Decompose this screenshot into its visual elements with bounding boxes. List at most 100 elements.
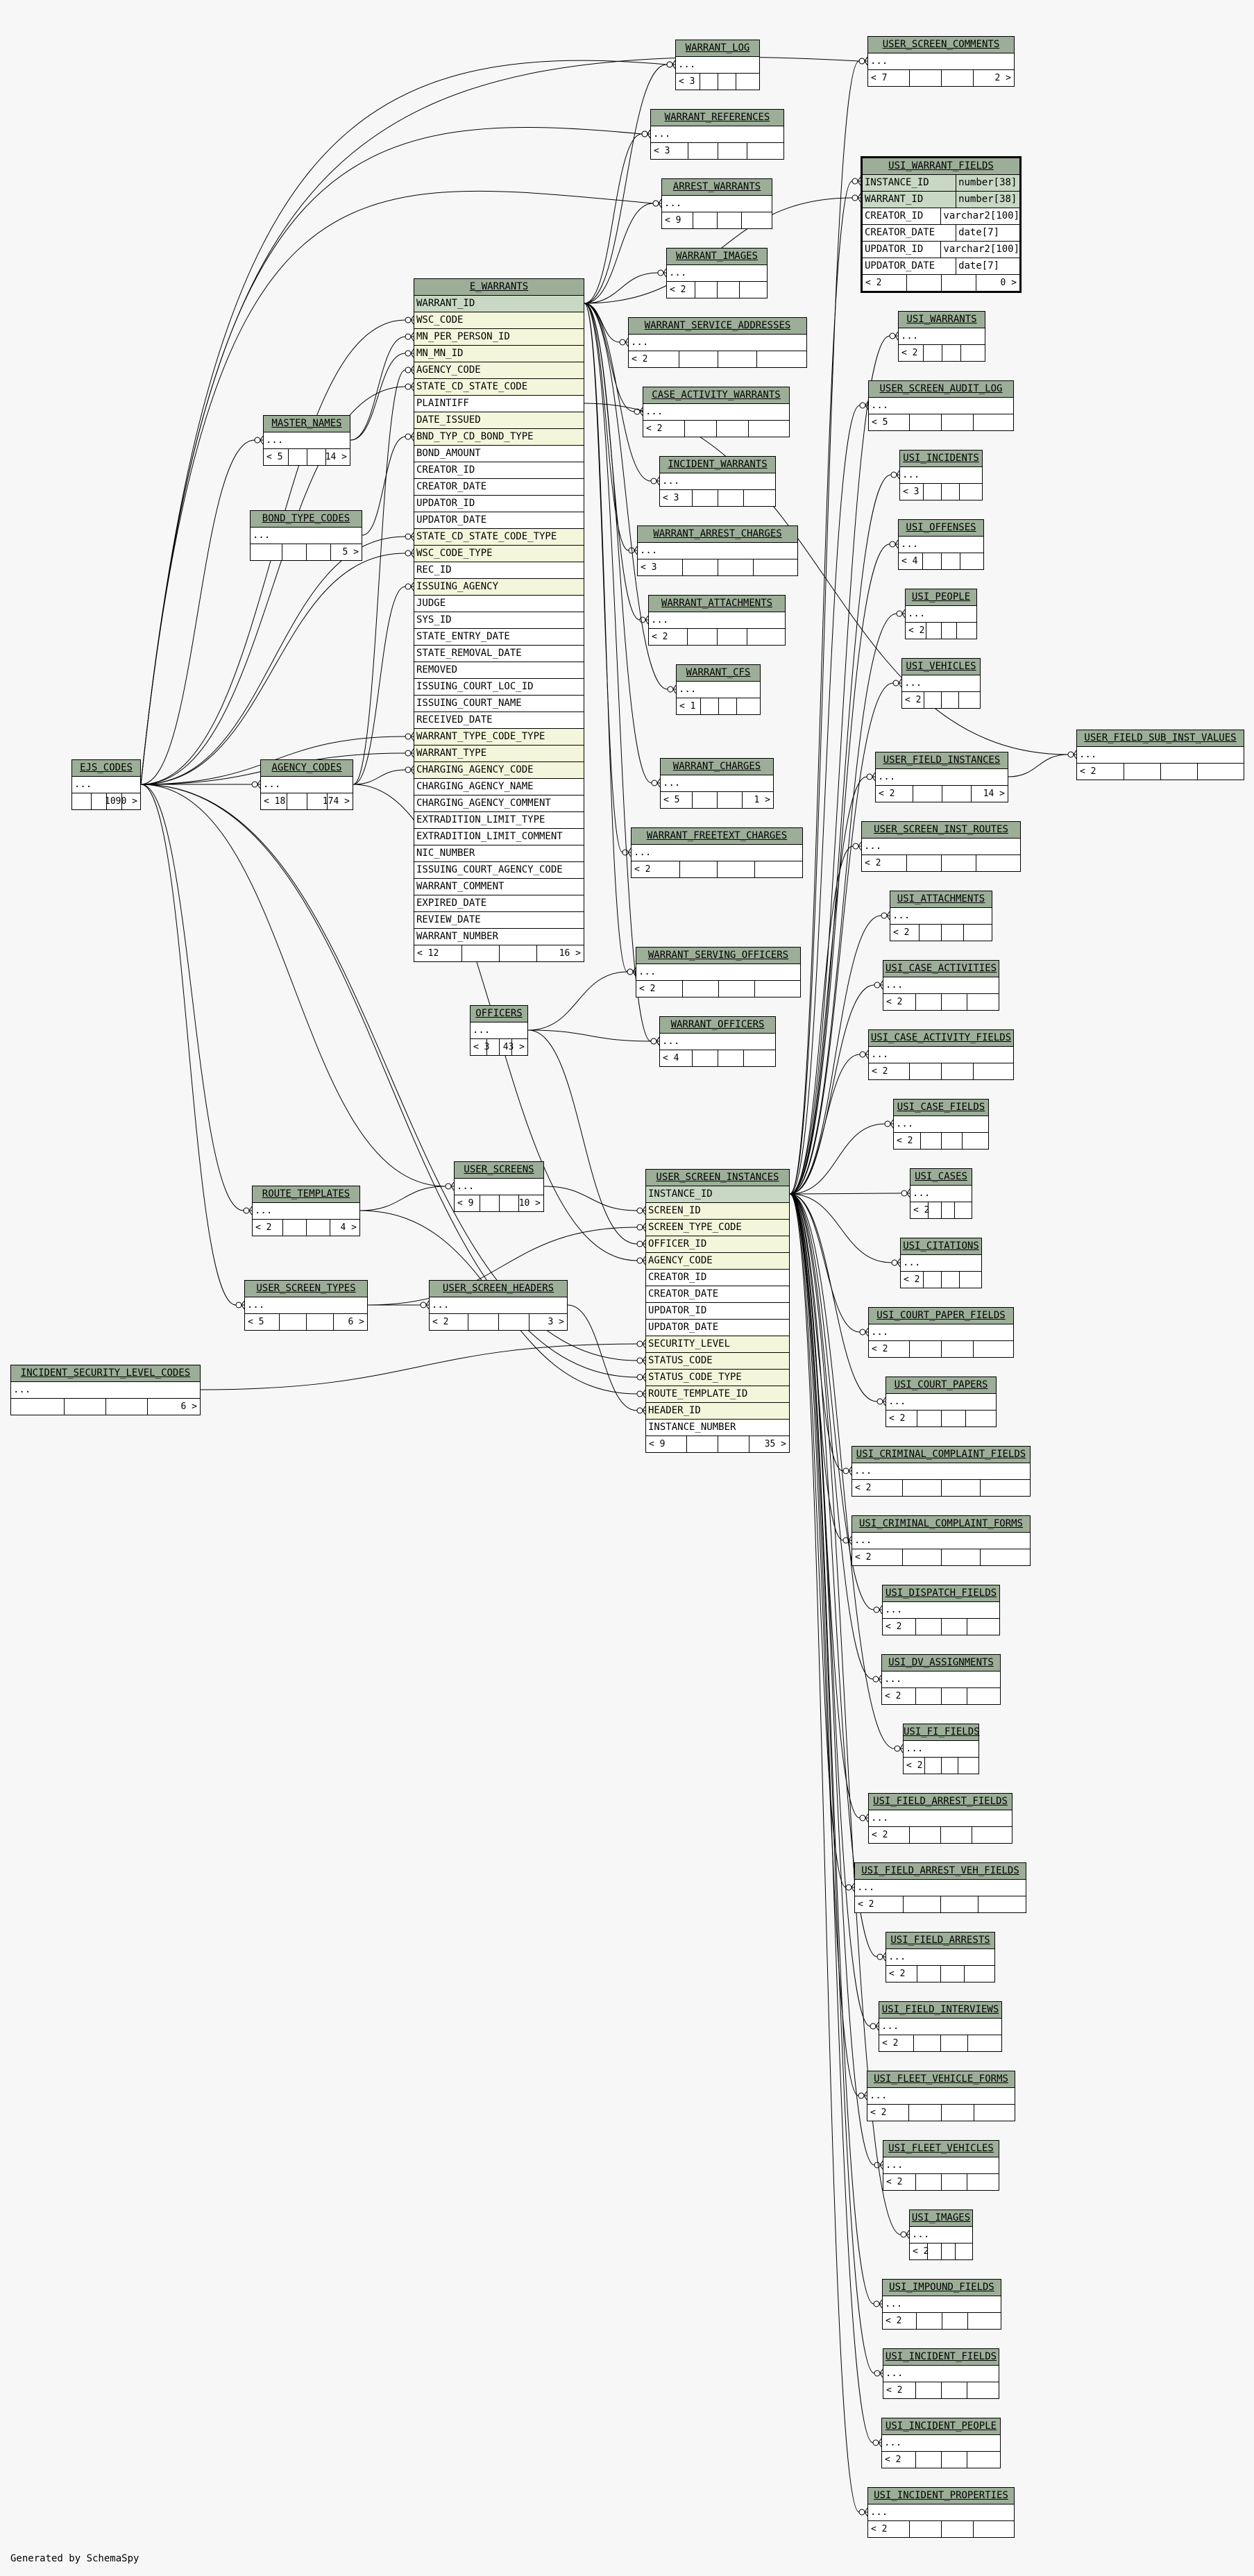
parents-count[interactable]: < 2 [905, 695, 922, 705]
column-issuing-court-name[interactable]: ISSUING_COURT_NAME [414, 696, 584, 712]
column-agency-code[interactable]: AGENCY_CODE [646, 1253, 789, 1270]
table-title[interactable]: WARRANT_SERVING_OFFICERS [636, 948, 800, 964]
table-bond-type-codes[interactable]: BOND_TYPE_CODES...5 > [250, 510, 362, 561]
table-usi-field-arrest-veh-fields[interactable]: USI_FIELD_ARREST_VEH_FIELDS...< 2 [854, 1862, 1026, 1913]
parents-count[interactable]: < 2 [871, 2524, 888, 2534]
children-count[interactable]: 0 > [1000, 278, 1017, 288]
table-usi-citations[interactable]: USI_CITATIONS...< 2 [900, 1238, 982, 1288]
children-count[interactable]: 35 > [764, 1439, 786, 1449]
column-status-code-type[interactable]: STATUS_CODE_TYPE [646, 1370, 789, 1386]
table-usi-attachments[interactable]: USI_ATTACHMENTS...< 2 [890, 891, 992, 941]
column-judge[interactable]: JUDGE [414, 596, 584, 612]
table-user-field-sub-inst-values[interactable]: USER_FIELD_SUB_INST_VALUES...< 2 [1076, 730, 1244, 780]
parents-count[interactable]: < 2 [886, 2316, 902, 2326]
parents-count[interactable]: < 2 [886, 1622, 902, 1632]
table-title[interactable]: USER_SCREEN_AUDIT_LOG [869, 381, 1013, 398]
table-incident-security-level-codes[interactable]: INCIDENT_SECURITY_LEVEL_CODES...6 > [10, 1365, 201, 1415]
table-title[interactable]: USI_INCIDENT_PROPERTIES [868, 2488, 1014, 2505]
table-title[interactable]: USER_SCREEN_COMMENTS [868, 37, 1014, 53]
column-warrant-type[interactable]: WARRANT_TYPE [414, 746, 584, 762]
table-title[interactable]: USER_SCREEN_INSTANCES [646, 1170, 789, 1186]
parents-count[interactable]: < 3 [663, 493, 679, 503]
column-header-id[interactable]: HEADER_ID [646, 1403, 789, 1420]
parents-count[interactable]: < 12 [417, 948, 439, 959]
table-title[interactable]: WARRANT_SERVICE_ADDRESSES [629, 318, 806, 335]
column-rec-id[interactable]: REC_ID [414, 562, 584, 579]
parents-count[interactable]: < 2 [885, 2455, 901, 2465]
column-creator-id[interactable]: CREATOR_ID [646, 1270, 789, 1286]
parents-count[interactable]: < 2 [652, 632, 668, 642]
children-count[interactable]: 4 > [340, 1222, 357, 1233]
children-count[interactable]: 14 > [983, 789, 1005, 799]
table-usi-warrants[interactable]: USI_WARRANTS...< 2 [898, 311, 985, 362]
table-title[interactable]: ARREST_WARRANTS [662, 179, 772, 196]
column-mn-per-person-id[interactable]: MN_PER_PERSON_ID [414, 329, 584, 346]
column-received-date[interactable]: RECEIVED_DATE [414, 712, 584, 729]
table-ejs-codes[interactable]: EJS_CODES...1090 > [71, 759, 141, 810]
table-usi-incident-properties[interactable]: USI_INCIDENT_PROPERTIES...< 2 [867, 2487, 1015, 2538]
parents-count[interactable]: < 9 [665, 215, 681, 226]
parents-count[interactable]: < 2 [889, 1413, 906, 1424]
table-title[interactable]: USI_CASE_FIELDS [894, 1100, 988, 1116]
column-creator-date[interactable]: CREATOR_DATE [414, 479, 584, 496]
table-title[interactable]: USI_FIELD_INTERVIEWS [879, 2002, 1001, 2019]
table-title[interactable]: USI_FIELD_ARRESTS [886, 1933, 994, 1949]
table-title[interactable]: WARRANT_CFS [677, 665, 760, 682]
children-count[interactable]: 1 > [754, 795, 770, 805]
table-usi-fleet-vehicle-forms[interactable]: USI_FLEET_VEHICLE_FORMS...< 2 [867, 2071, 1015, 2121]
parents-count[interactable]: < 4 [663, 1053, 679, 1063]
column-agency-code[interactable]: AGENCY_CODE [414, 362, 584, 379]
table-title[interactable]: USER_SCREEN_TYPES [245, 1281, 367, 1297]
table-user-screen-inst-routes[interactable]: USER_SCREEN_INST_ROUTES...< 2 [861, 821, 1021, 872]
column-warrant-number[interactable]: WARRANT_NUMBER [414, 929, 584, 945]
table-usi-criminal-complaint-forms[interactable]: USI_CRIMINAL_COMPLAINT_FORMS...< 2 [851, 1515, 1031, 1566]
table-title[interactable]: ROUTE_TEMPLATES [253, 1186, 359, 1203]
column-security-level[interactable]: SECURITY_LEVEL [646, 1336, 789, 1353]
table-usi-incidents[interactable]: USI_INCIDENTS...< 3 [899, 450, 983, 500]
column-screen-type-code[interactable]: SCREEN_TYPE_CODE [646, 1220, 789, 1236]
table-user-screen-audit-log[interactable]: USER_SCREEN_AUDIT_LOG...< 5 [868, 380, 1014, 431]
parents-count[interactable]: < 2 [897, 1136, 913, 1146]
column-mn-mn-id[interactable]: MN_MN_ID [414, 346, 584, 362]
table-title[interactable]: USI_CASE_ACTIVITIES [883, 961, 999, 977]
table-title[interactable]: WARRANT_OFFICERS [660, 1017, 775, 1034]
parents-count[interactable]: < 2 [886, 997, 903, 1007]
column-nic-number[interactable]: NIC_NUMBER [414, 845, 584, 862]
parents-count[interactable]: < 2 [632, 354, 648, 364]
parents-count[interactable]: < 2 [913, 2246, 929, 2257]
children-count[interactable]: 5 > [342, 547, 359, 557]
parents-count[interactable]: < 7 [871, 73, 888, 83]
table-warrant-arrest-charges[interactable]: WARRANT_ARREST_CHARGES...< 3 [637, 525, 798, 576]
parents-count[interactable]: < 2 [670, 285, 686, 295]
parents-count[interactable]: < 9 [457, 1198, 474, 1209]
parents-count[interactable]: < 1 [679, 701, 696, 712]
parents-count[interactable]: < 2 [865, 278, 882, 288]
table-usi-field-arrests[interactable]: USI_FIELD_ARRESTS...< 2 [886, 1932, 995, 1982]
parents-count[interactable]: < 5 [248, 1317, 264, 1327]
column-removed[interactable]: REMOVED [414, 662, 584, 679]
column-creator-date[interactable]: CREATOR_DATE [646, 1286, 789, 1303]
parents-count[interactable]: < 4 [901, 556, 918, 566]
parents-count[interactable]: < 2 [255, 1222, 272, 1233]
column-status-code[interactable]: STATUS_CODE [646, 1353, 789, 1370]
parents-count[interactable]: < 18 [264, 796, 286, 807]
column-updator-date[interactable]: UPDATOR_DATE [646, 1320, 789, 1336]
column-updator-id[interactable]: UPDATOR_ID [646, 1303, 789, 1320]
table-usi-field-interviews[interactable]: USI_FIELD_INTERVIEWS...< 2 [879, 2001, 1002, 2052]
table-title[interactable]: E_WARRANTS [414, 279, 584, 296]
parents-count[interactable]: < 2 [879, 789, 895, 799]
table-title[interactable]: USI_PEOPLE [906, 589, 976, 606]
table-title[interactable]: INCIDENT_SECURITY_LEVEL_CODES [11, 1365, 200, 1382]
children-count[interactable]: 174 > [322, 796, 350, 807]
table-usi-impound-fields[interactable]: USI_IMPOUND_FIELDS...< 2 [882, 2279, 1001, 2330]
parents-count[interactable]: < 2 [908, 625, 925, 636]
parents-count[interactable]: < 5 [663, 795, 680, 805]
table-title[interactable]: USER_SCREEN_HEADERS [430, 1281, 567, 1297]
table-title[interactable]: USI_FLEET_VEHICLES [883, 2141, 999, 2157]
